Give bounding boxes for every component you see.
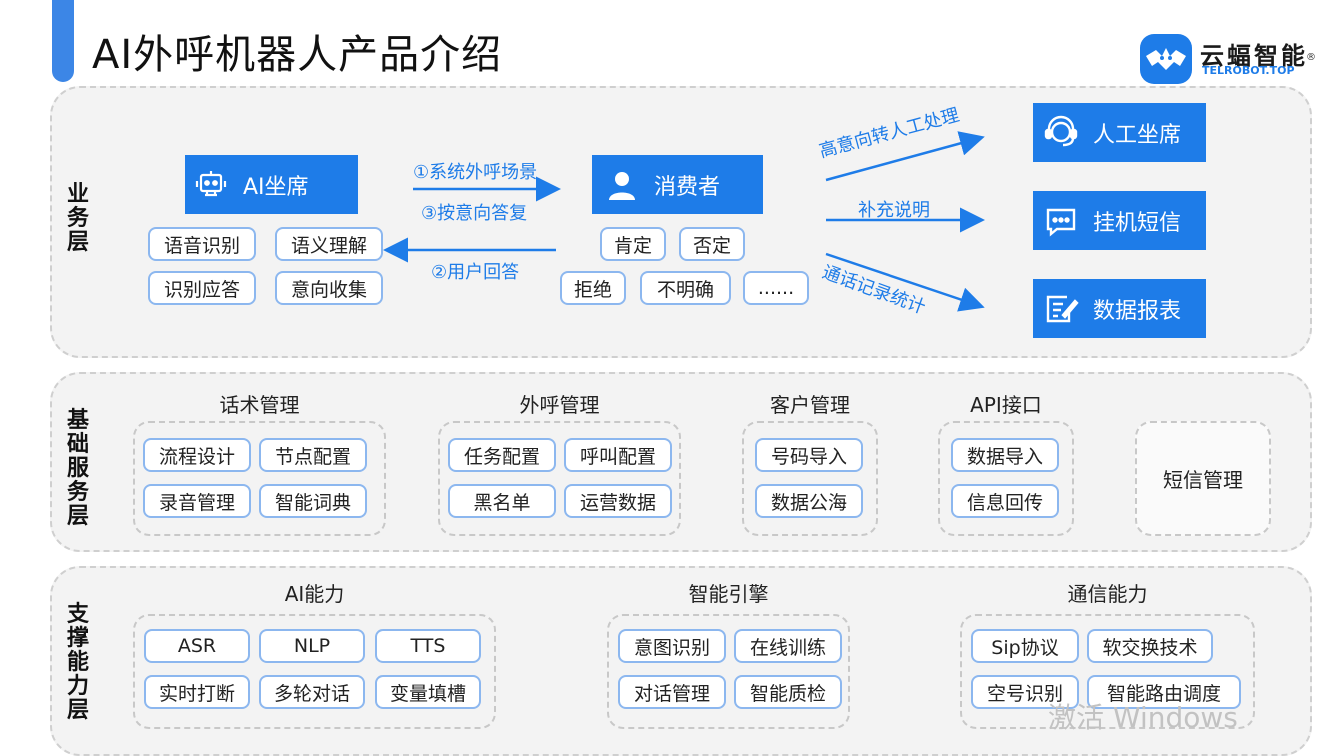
ai-seat-chip: 语义理解 [275, 227, 383, 261]
ai-ability-item: NLP [259, 629, 365, 663]
ai-seat-chip: 语音识别 [148, 227, 256, 261]
human-agent-label: 人工坐席 [1093, 122, 1182, 148]
ai-seat-chip: 识别应答 [148, 271, 256, 305]
outbound-mgmt-group [438, 421, 681, 536]
logo-url: TELROBOT.TOP [1202, 64, 1295, 77]
outbound-mgmt-item: 黑名单 [448, 484, 556, 518]
registered-mark: ® [1306, 52, 1316, 63]
page-title: AI外呼机器人产品介绍 [92, 32, 503, 78]
comm-item: 软交换技术 [1087, 629, 1213, 663]
data-report-box: 数据报表 [1033, 279, 1206, 338]
consumer-chip: ...... [743, 271, 809, 305]
script-mgmt-item: 节点配置 [259, 438, 367, 472]
ai-ability-item: 多轮对话 [259, 675, 365, 709]
ai-seat-chip: 意向收集 [275, 271, 383, 305]
report-edit-icon [1041, 289, 1081, 329]
script-mgmt-item: 流程设计 [143, 438, 251, 472]
script-mgmt-item: 智能词典 [259, 484, 367, 518]
sms-mgmt-group: 短信管理 [1135, 421, 1271, 536]
ai-seat-label: AI坐席 [243, 174, 309, 200]
support-layer-label: 支撑能力层 [66, 602, 89, 723]
data-report-label: 数据报表 [1093, 298, 1182, 324]
script-mgmt-group [133, 421, 386, 536]
arrow-to-report [825, 252, 985, 312]
consumer-chip: 不明确 [640, 271, 731, 305]
sms-mgmt-label: 短信管理 [1163, 468, 1243, 492]
activate-windows-watermark: 激活 Windows [1048, 701, 1238, 734]
ai-ability-title: AI能力 [284, 582, 345, 606]
engine-item: 智能质检 [734, 675, 842, 709]
ai-seat-box: AI坐席 [185, 155, 358, 214]
consumer-label: 消费者 [654, 174, 721, 200]
ai-ability-item: 实时打断 [144, 675, 250, 709]
consumer-chip: 拒绝 [560, 271, 626, 305]
title-accent-bar [52, 0, 74, 82]
engine-group [607, 614, 850, 729]
customer-mgmt-item: 数据公海 [755, 484, 863, 518]
comm-group [960, 614, 1255, 729]
outbound-mgmt-title: 外呼管理 [519, 393, 600, 417]
call-scenario-label: ①系统外呼场景 [413, 162, 538, 183]
api-title: API接口 [970, 393, 1042, 417]
flow-arrows [383, 131, 985, 312]
human-agent-box: 人工坐席 [1033, 103, 1206, 162]
business-layer-label: 业务层 [66, 182, 89, 255]
ai-ability-item: TTS [375, 629, 481, 663]
engine-item: 在线训练 [734, 629, 842, 663]
bat-icon [1140, 34, 1192, 84]
script-mgmt-title: 话术管理 [219, 393, 300, 417]
api-group [938, 421, 1074, 536]
engine-item: 意图识别 [618, 629, 726, 663]
engine-title: 智能引擎 [688, 582, 769, 606]
chat-bubble-icon [1041, 201, 1081, 241]
person-icon [602, 165, 642, 205]
customer-mgmt-group [742, 421, 878, 536]
robot-icon [191, 165, 231, 205]
ai-ability-item: ASR [144, 629, 250, 663]
customer-mgmt-title: 客户管理 [770, 393, 850, 417]
reply-by-intent-label: ③按意向答复 [421, 203, 528, 224]
logo-text: 云蝠智能 [1200, 42, 1308, 70]
api-item: 数据导入 [951, 438, 1059, 472]
consumer-chip: 肯定 [600, 227, 666, 261]
outbound-mgmt-item: 运营数据 [564, 484, 672, 518]
headset-agent-icon [1041, 113, 1081, 153]
ai-ability-group [133, 614, 496, 729]
supplement-label: 补充说明 [858, 200, 930, 221]
api-item: 信息回传 [951, 484, 1059, 518]
outbound-mgmt-item: 任务配置 [448, 438, 556, 472]
consumer-box: 消费者 [592, 155, 763, 214]
engine-item: 对话管理 [618, 675, 726, 709]
hangup-sms-box: 挂机短信 [1033, 191, 1206, 250]
arrow-to-human-agent [825, 131, 985, 182]
script-mgmt-item: 录音管理 [143, 484, 251, 518]
basic-layer-label: 基础服务层 [66, 408, 89, 529]
consumer-chip: 否定 [679, 227, 745, 261]
comm-title: 通信能力 [1067, 582, 1148, 606]
ai-ability-item: 变量填槽 [375, 675, 481, 709]
hangup-sms-label: 挂机短信 [1093, 210, 1182, 236]
outbound-mgmt-item: 呼叫配置 [564, 438, 672, 472]
comm-item: Sip协议 [971, 629, 1079, 663]
user-answer-label: ②用户回答 [431, 262, 520, 283]
comm-item: 空号识别 [971, 675, 1079, 709]
comm-item: 智能路由调度 [1087, 675, 1241, 709]
customer-mgmt-item: 号码导入 [755, 438, 863, 472]
